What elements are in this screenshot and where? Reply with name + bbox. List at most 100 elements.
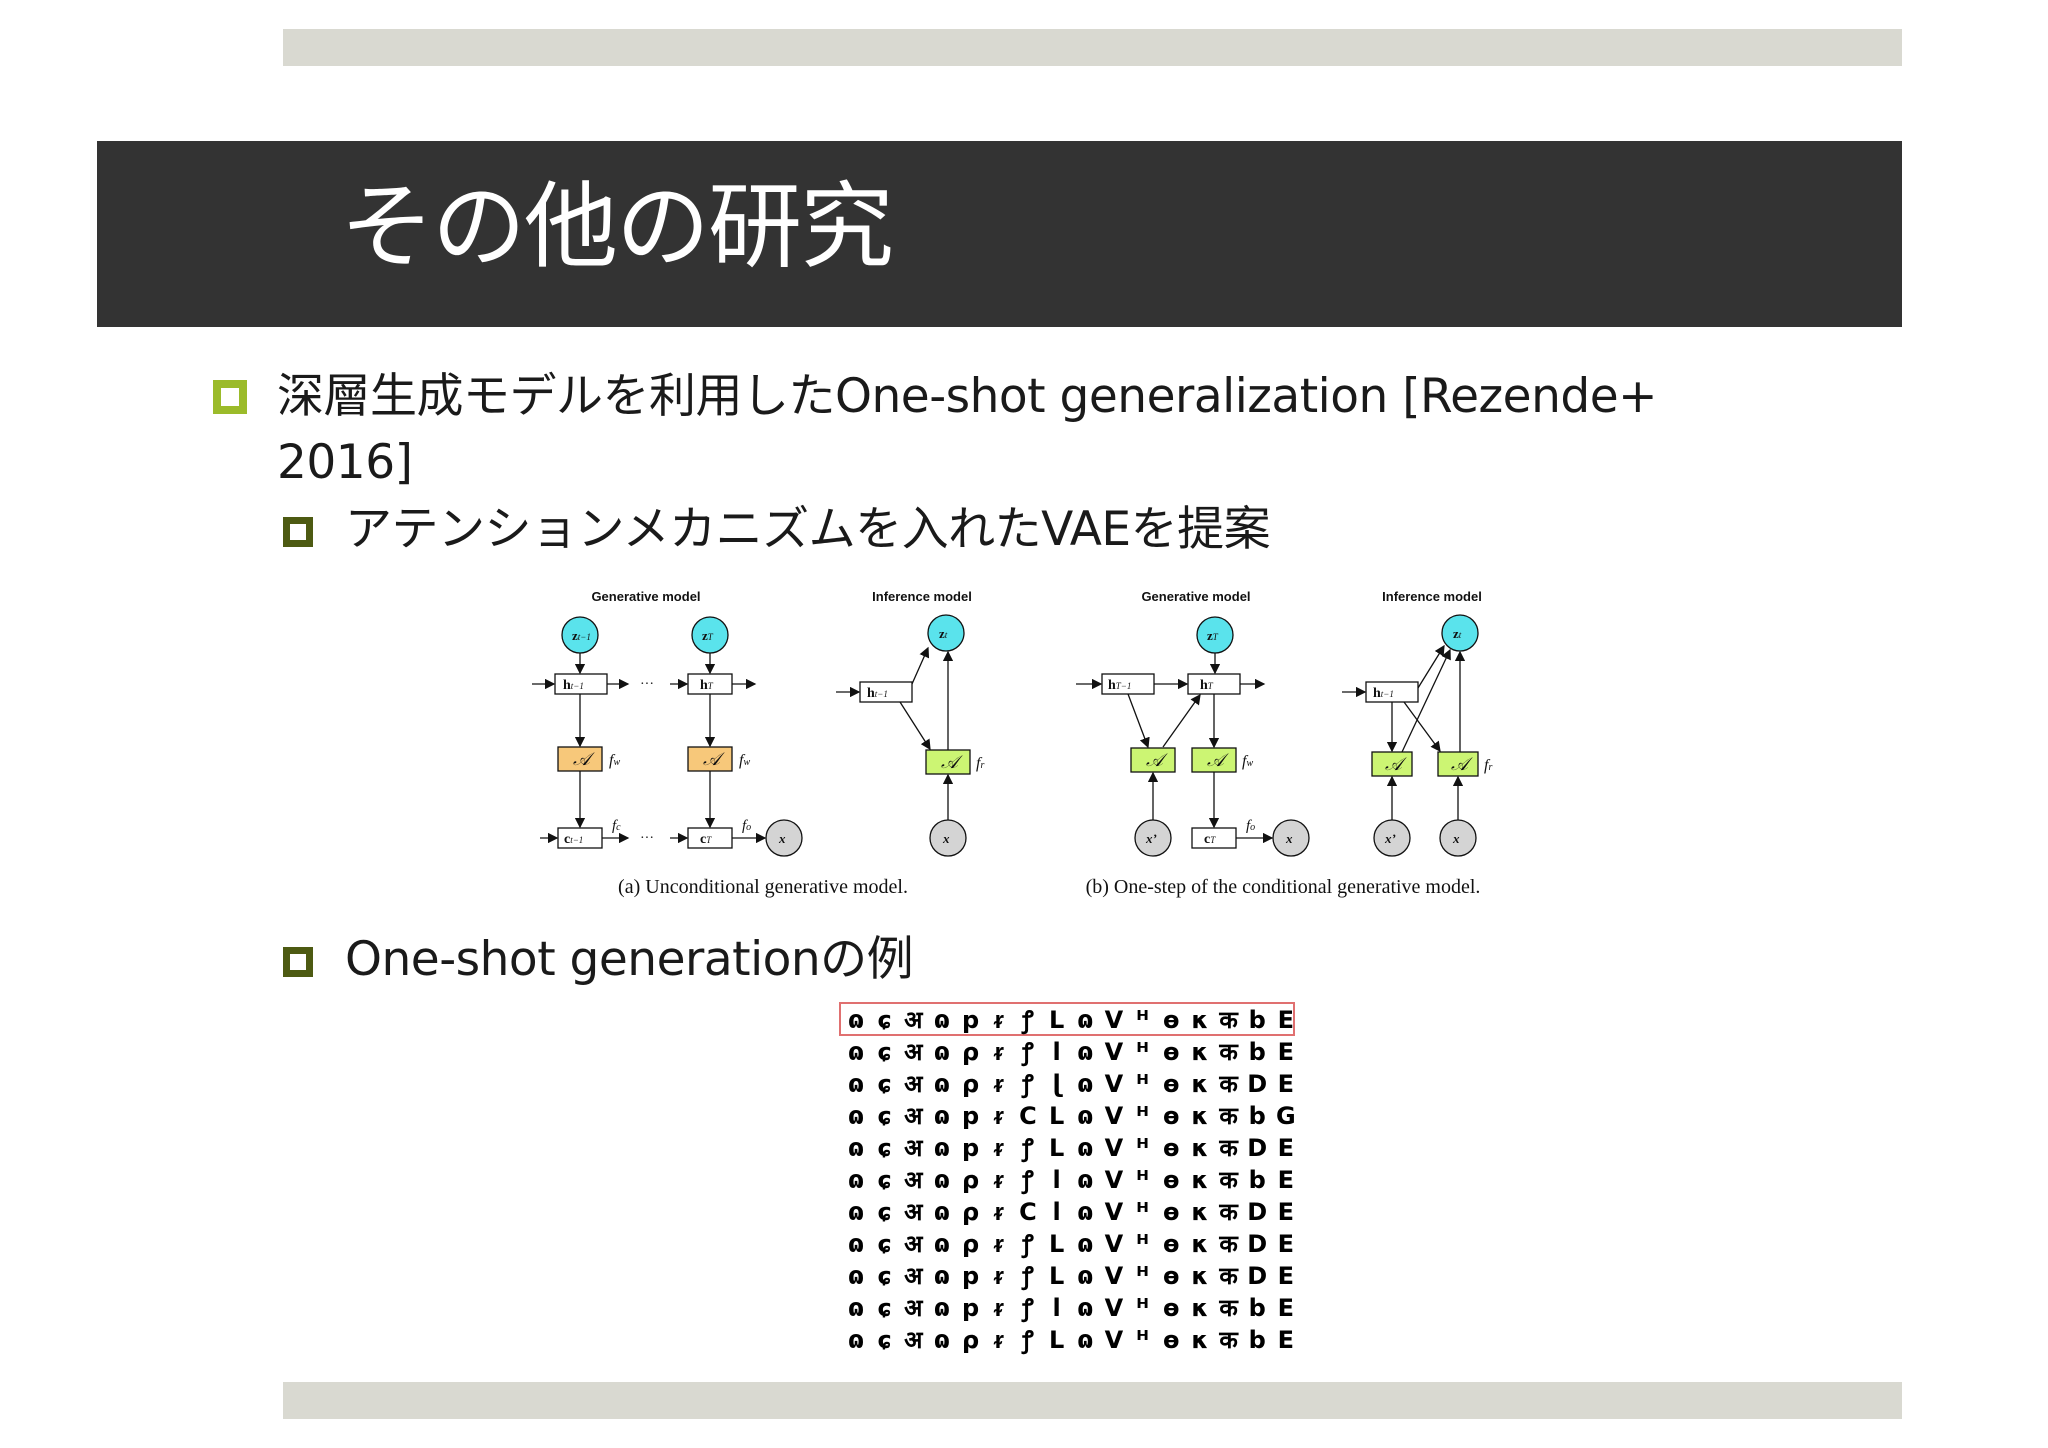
glyph-sample: L: [1048, 1102, 1065, 1130]
glyph-sample: p: [962, 1294, 980, 1322]
svg-text:x: x: [1452, 831, 1460, 846]
glyph-sample: अ: [904, 1102, 923, 1130]
glyph-sample: ᴴ: [1136, 1038, 1149, 1066]
svg-text:fc: fc: [612, 818, 621, 834]
glyph-sample: ɕ: [877, 1198, 892, 1226]
glyph-sample: ɵ: [1162, 1102, 1180, 1130]
glyph-sample: b: [1248, 1166, 1266, 1194]
glyph-sample: l: [1052, 1038, 1061, 1066]
glyph-sample: ɷ: [847, 1230, 865, 1258]
glyph-sample: ɷ: [847, 1166, 865, 1194]
glyph-sample: V: [1104, 1102, 1124, 1130]
bullet-marker-level2: [283, 517, 313, 547]
glyph-sample: ɷ: [1077, 1230, 1094, 1258]
glyph-sample: ᴴ: [1136, 1230, 1149, 1258]
glyph-sample: ɷ: [847, 1326, 865, 1354]
glyph-sample: क: [1219, 1198, 1238, 1226]
glyph-sample: ρ: [962, 1070, 980, 1098]
glyph-sample: ɕ: [877, 1294, 892, 1322]
glyph-sample: अ: [904, 1166, 923, 1194]
glyph-sample: L: [1048, 1006, 1065, 1034]
glyph-sample: ꝭ: [1022, 1134, 1034, 1162]
glyph-sample: क: [1219, 1166, 1238, 1194]
glyph-sample: ᴴ: [1136, 1070, 1149, 1098]
glyph-sample: ɭ: [1052, 1070, 1061, 1098]
glyph-sample: V: [1104, 1230, 1124, 1258]
glyph-sample: ᴴ: [1136, 1294, 1149, 1322]
glyph-sample: L: [1048, 1230, 1065, 1258]
glyph-sample: अ: [904, 1070, 923, 1098]
glyph-sample: ɷ: [847, 1294, 865, 1322]
glyph-sample: κ: [1191, 1166, 1209, 1194]
top-decor-band: [283, 29, 1902, 66]
glyph-sample: अ: [904, 1198, 923, 1226]
glyph-sample: E: [1277, 1326, 1295, 1354]
glyph-sample: D: [1247, 1262, 1268, 1290]
glyph-sample: ρ: [962, 1198, 980, 1226]
glyph-sample: ρ: [962, 1230, 980, 1258]
glyph-sample: अ: [904, 1006, 923, 1034]
svg-text:𝒜: 𝒜: [703, 749, 725, 769]
glyph-sample: ɵ: [1162, 1230, 1180, 1258]
caption-b: (b) One-step of the conditional generati…: [1086, 876, 1481, 898]
svg-text:ct−1: ct−1: [564, 832, 583, 847]
title-bar: [97, 141, 1902, 327]
glyph-sample: ᵲ: [994, 1326, 1004, 1354]
caption-a: (a) Unconditional generative model.: [618, 876, 908, 898]
glyph-sample: ꝭ: [1022, 1294, 1034, 1322]
glyph-sample: ᵲ: [994, 1070, 1004, 1098]
glyph-sample: κ: [1191, 1038, 1209, 1066]
svg-text:𝒜: 𝒜: [1207, 750, 1229, 770]
glyph-sample: ᴴ: [1136, 1166, 1149, 1194]
draw-model-figure: Generative model Inference model Generat…: [532, 589, 1492, 898]
glyph-sample: ᵲ: [994, 1038, 1004, 1066]
glyph-sample: p: [962, 1262, 980, 1290]
glyph-sample: ρ: [962, 1326, 980, 1354]
glyph-sample: ɵ: [1162, 1070, 1180, 1098]
glyph-sample: क: [1219, 1038, 1238, 1066]
svg-text:x: x: [1285, 831, 1293, 846]
svg-text:𝒜: 𝒜: [1385, 754, 1407, 774]
glyph-sample: V: [1104, 1134, 1124, 1162]
glyph-sample: E: [1277, 1198, 1295, 1226]
glyph-sample: ɷ: [847, 1198, 865, 1226]
svg-text:zt: zt: [939, 626, 948, 641]
glyph-sample: κ: [1191, 1134, 1209, 1162]
svg-text:zt: zt: [1453, 626, 1462, 641]
glyph-sample: अ: [904, 1326, 923, 1354]
svg-text:cT: cT: [700, 832, 712, 847]
bullet-marker-level1: [213, 380, 247, 414]
glyph-sample: V: [1104, 1006, 1124, 1034]
svg-text:fw: fw: [739, 752, 750, 769]
glyph-sample: ɷ: [933, 1134, 951, 1162]
svg-text:fw: fw: [1242, 753, 1253, 770]
bullet-1-line-1: 深層生成モデルを利用したOne-shot generalization [Rez…: [277, 369, 1658, 424]
glyph-sample: ɷ: [933, 1038, 951, 1066]
svg-text:x: x: [778, 831, 786, 846]
glyph-sample: l: [1052, 1166, 1061, 1194]
glyph-sample: ᴴ: [1136, 1262, 1149, 1290]
glyph-sample: E: [1277, 1294, 1295, 1322]
svg-text:hT: hT: [1200, 678, 1214, 693]
panel-a-generative-title: Generative model: [591, 589, 700, 604]
glyph-sample: ɵ: [1162, 1166, 1180, 1194]
glyph-sample: ɵ: [1162, 1198, 1180, 1226]
glyph-sample: ɷ: [933, 1198, 951, 1226]
glyph-sample: κ: [1191, 1070, 1209, 1098]
reference-row-highlight: [839, 1002, 1295, 1036]
glyph-sample: l: [1052, 1198, 1061, 1226]
glyph-sample: ᴴ: [1136, 1134, 1149, 1162]
svg-text:fw: fw: [609, 752, 620, 769]
bullet-marker-level2: [283, 947, 313, 977]
glyph-sample: V: [1104, 1326, 1124, 1354]
glyph-sample: ɕ: [877, 1262, 892, 1290]
glyph-sample: E: [1277, 1070, 1295, 1098]
glyph-sample: ꝭ: [1022, 1070, 1034, 1098]
glyph-sample: ɕ: [877, 1134, 892, 1162]
